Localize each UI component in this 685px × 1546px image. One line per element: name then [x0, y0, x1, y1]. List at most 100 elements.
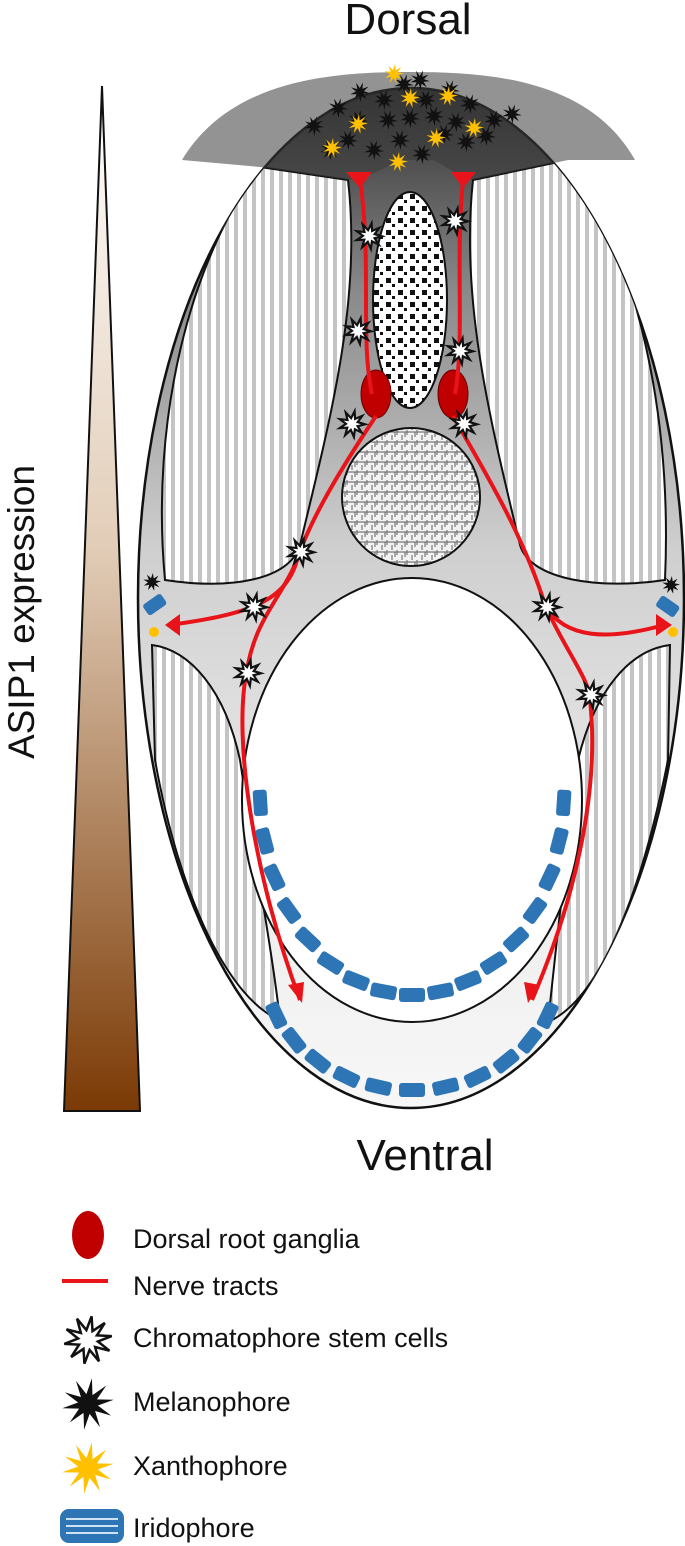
- iridophore-icon: [60, 1509, 124, 1543]
- xanthophore: [322, 138, 342, 158]
- xanthophore: [464, 118, 484, 138]
- melanophore: [502, 104, 522, 124]
- iridophore: [536, 1001, 559, 1030]
- iridophore: [369, 982, 398, 1001]
- xanthophore: [426, 128, 446, 148]
- iridophore: [517, 1026, 543, 1054]
- stem-cell-glyph: [63, 1315, 113, 1365]
- asip1-expression-label: ASIP1 expression: [1, 465, 42, 759]
- iridophore: [252, 789, 268, 817]
- drg-icon: [72, 1211, 104, 1259]
- body-cross-section: [136, 72, 685, 1110]
- legend-label-drg: Dorsal root ganglia: [133, 1224, 361, 1254]
- dorsal-muscle-left: [160, 165, 353, 585]
- melanophore: [410, 70, 430, 90]
- notochord: [341, 427, 481, 567]
- asip1-gradient-triangle: [62, 85, 142, 1112]
- melanophore: [460, 94, 480, 114]
- xanthophore: [384, 64, 404, 84]
- nerve-tract-left-dorsal: [358, 179, 374, 395]
- xanthophore-glyph: [62, 1442, 114, 1494]
- iridophore: [263, 863, 286, 892]
- legend-label-stem: Chromatophore stem cells: [133, 1323, 448, 1353]
- dorsal-root-ganglion-left: [360, 369, 392, 419]
- melanophore: [484, 110, 504, 130]
- nerve-tracts: [169, 179, 665, 1001]
- stem-cell: [335, 407, 370, 441]
- stem-cell: [341, 314, 376, 348]
- ventral-muscle-left: [150, 643, 282, 1022]
- nerve-tract-left-main: [240, 414, 378, 1001]
- xanthophore-icon: [62, 1442, 114, 1494]
- stem-cell-icon: [63, 1315, 113, 1365]
- lateral-pigment-left: [143, 594, 167, 637]
- melanophore: [350, 82, 370, 102]
- iridophore: [454, 970, 482, 992]
- melanophore: [143, 573, 161, 591]
- stem-cell: [443, 334, 478, 368]
- dorsal-skin-region: [182, 72, 635, 180]
- iridophore: [479, 951, 508, 975]
- melanophore: [476, 126, 496, 146]
- iridophore: [255, 827, 275, 855]
- melanophore-glyph: [62, 1378, 114, 1430]
- iridophore: [332, 1065, 361, 1088]
- iridophore: [549, 827, 569, 855]
- stem-cell: [574, 678, 609, 712]
- legend: Dorsal root ganglia Nerve tracts Chromat…: [60, 1211, 448, 1543]
- melanophore-icon: [62, 1378, 114, 1430]
- legend-label-nerve: Nerve tracts: [133, 1271, 279, 1301]
- nerve-tract-right-dorsal: [453, 179, 465, 395]
- stem-cell: [447, 407, 482, 441]
- iridophore: [364, 1077, 393, 1096]
- melanophore: [416, 90, 436, 110]
- legend-label-xanthophore: Xanthophore: [133, 1451, 288, 1481]
- iridophore: [426, 982, 455, 1001]
- melanophore: [446, 112, 466, 132]
- lateral-pigment-right: [656, 595, 680, 637]
- iridophore: [342, 970, 370, 992]
- stem-cell: [352, 219, 387, 253]
- melanophore: [424, 106, 444, 126]
- iridophore: [538, 863, 561, 892]
- melanophore: [390, 130, 410, 150]
- iridophore: [316, 951, 345, 975]
- melanophore: [662, 576, 680, 594]
- iridophore-layer: [252, 789, 572, 1097]
- stem-cell: [237, 590, 272, 624]
- chromatophore-stem-cells: [143, 204, 680, 712]
- iridophore: [276, 897, 302, 924]
- xanthophore: [400, 88, 420, 108]
- iridophore: [281, 1026, 307, 1054]
- melanophore: [374, 90, 394, 110]
- dorsal-label: Dorsal: [344, 0, 471, 44]
- iridophore: [399, 988, 425, 1002]
- stem-cell: [438, 204, 473, 238]
- iridophore: [463, 1065, 492, 1088]
- iridophore: [265, 1001, 288, 1030]
- melanophore: [412, 144, 432, 164]
- iridophore: [431, 1077, 460, 1096]
- melanophore: [378, 110, 398, 130]
- melanophore: [328, 98, 348, 118]
- dorsal-pigment-cells: [304, 64, 522, 172]
- xanthophore: [438, 86, 458, 106]
- melanophore: [304, 116, 324, 136]
- neural-tube: [372, 191, 448, 409]
- iridophore: [522, 897, 548, 924]
- xanthophore: [388, 152, 408, 172]
- stem-cell: [231, 656, 266, 690]
- nerve-tract-right-branch: [543, 603, 665, 637]
- dorsal-muscle-right: [468, 158, 667, 585]
- melanophore: [456, 132, 476, 152]
- melanophore: [400, 108, 420, 128]
- iridophore: [492, 1048, 520, 1074]
- melanophore: [364, 140, 384, 160]
- body-cavity: [241, 577, 583, 1023]
- melanophore: [394, 74, 414, 94]
- iridophore: [304, 1048, 332, 1074]
- melanophore: [434, 124, 454, 144]
- nerve-arrowheads: [165, 172, 672, 1003]
- stem-cell: [284, 535, 319, 569]
